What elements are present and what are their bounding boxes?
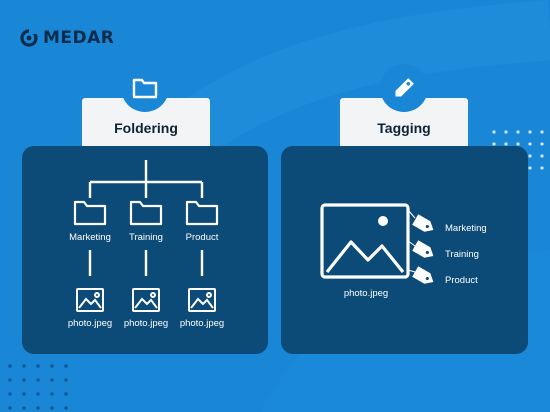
brand-logo: MEDAR xyxy=(20,28,114,48)
image-icon xyxy=(76,288,104,312)
dot-grid-bottom-left xyxy=(8,364,68,410)
tag-label-product: Product xyxy=(445,275,478,286)
file-connectors xyxy=(88,250,204,276)
foldering-icon-badge xyxy=(121,64,169,112)
tagged-file-diagram xyxy=(320,203,434,284)
tagging-panel: photo.jpeg Marketing Training Product xyxy=(281,146,528,354)
file-label: photo.jpeg xyxy=(179,318,225,329)
tag-icon xyxy=(412,266,434,284)
tag-label-training: Training xyxy=(445,249,479,260)
foldering-panel: Marketing Training Product photo.jpeg ph… xyxy=(22,146,268,354)
file-label: photo.jpeg xyxy=(67,318,113,329)
folder-label-marketing: Marketing xyxy=(69,232,111,243)
folder-icon xyxy=(132,78,158,99)
tagging-title: Tagging xyxy=(377,120,431,136)
image-icon xyxy=(188,288,216,312)
tag-icon xyxy=(412,240,434,258)
tag-icon xyxy=(395,78,414,97)
folder-label-training: Training xyxy=(129,232,163,243)
image-icon xyxy=(132,288,160,312)
tag-icon xyxy=(412,214,434,232)
folder-icon xyxy=(185,200,219,226)
medar-logo-icon xyxy=(20,29,38,47)
image-icon xyxy=(320,203,410,279)
brand-name: MEDAR xyxy=(43,28,115,48)
file-label: photo.jpeg xyxy=(123,318,169,329)
foldering-title: Foldering xyxy=(114,120,178,136)
tag-label-marketing: Marketing xyxy=(445,223,487,234)
tree-connectors xyxy=(88,160,204,198)
folder-label-product: Product xyxy=(185,232,219,243)
folder-tree-diagram xyxy=(73,160,219,312)
tagging-icon-badge xyxy=(380,64,428,112)
folder-icon xyxy=(129,200,163,226)
folder-icon xyxy=(73,200,107,226)
tagged-file-label: photo.jpeg xyxy=(343,288,389,299)
